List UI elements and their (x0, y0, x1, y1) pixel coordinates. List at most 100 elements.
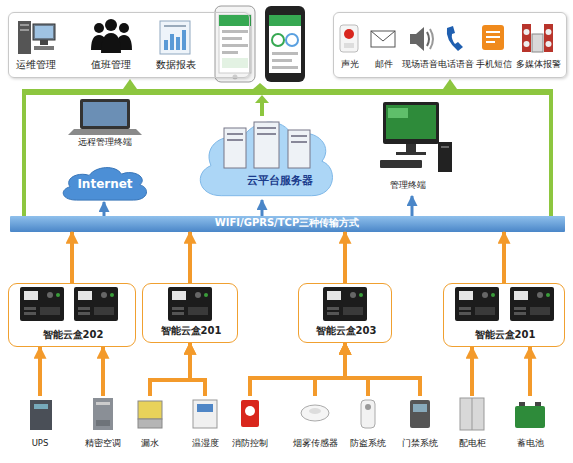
server-icon (33, 24, 55, 40)
field-device: 防盗系统 (340, 396, 396, 452)
air-conditioner-icon (93, 398, 113, 430)
connector-arrow (345, 343, 368, 396)
server-icon (18, 21, 31, 54)
connector-arrow (150, 343, 190, 396)
transmission-bar: WIFI/GPRS/TCP三种传输方式 (10, 216, 565, 232)
distribution-cabinet-icon (460, 398, 484, 430)
ups-icon (34, 404, 48, 409)
multimedia-alarm-icon (522, 24, 531, 52)
air-conditioner-icon (96, 420, 110, 426)
node-label: 邮件 (375, 59, 393, 70)
sms-icon (486, 41, 495, 43)
desktop-icon (380, 160, 422, 168)
cloud-server-icon (257, 133, 276, 135)
cloud-box-device (168, 287, 212, 321)
phone-illustration (272, 52, 298, 55)
cloud-box: 智能云盒201 (443, 283, 565, 347)
field-device: 漏水 (122, 396, 178, 452)
laptop-icon (68, 129, 142, 135)
battery-icon (515, 402, 545, 428)
distribution-cabinet-icon (460, 398, 484, 430)
sms-icon (486, 36, 500, 38)
people-icon (105, 19, 117, 31)
node-label: 现场语音 (402, 59, 438, 70)
cloud-server-icon (227, 139, 243, 141)
phone-illustration (233, 75, 238, 80)
connector-arrow (261, 200, 264, 216)
sms-icon (482, 25, 504, 50)
connector-arrow (411, 196, 414, 216)
fire-control-icon (245, 406, 255, 416)
desktop-icon (406, 144, 416, 152)
phone-illustration (222, 30, 248, 33)
anti-theft-icon (361, 400, 375, 428)
phone-illustration (265, 6, 305, 82)
remote-terminal: 远程管理终端 (62, 96, 148, 150)
node-label: 数据报表 (156, 59, 196, 71)
phone-illustration (272, 59, 292, 62)
cloud-server: 云平台服务器 (192, 114, 338, 200)
phone-illustration (222, 37, 242, 40)
cloud-box: 智能云盒201 (142, 283, 238, 343)
cloud-server-icon (291, 135, 307, 137)
desktop-icon (438, 142, 452, 172)
node-label: UPS (32, 438, 49, 448)
air-conditioner-icon (93, 398, 113, 430)
phone-illustration (215, 6, 255, 82)
telephone-icon (447, 26, 463, 51)
distribution-cabinet-icon (472, 398, 473, 430)
green-bus (22, 89, 553, 95)
laptop-icon (80, 99, 130, 129)
multimedia-alarm-icon (532, 34, 543, 52)
cloud-box-device (510, 287, 554, 321)
anti-theft-icon (361, 400, 375, 428)
green-bus (253, 83, 267, 89)
multimedia-alarm-icon (546, 41, 552, 47)
speaker-icon (430, 29, 433, 49)
humidity-sensor-icon (193, 400, 217, 428)
report-icon (164, 25, 186, 27)
battery-icon (515, 406, 545, 428)
access-control-icon (413, 404, 427, 412)
report-icon (170, 34, 174, 50)
cloud-server-icon (224, 128, 246, 168)
cloud-box-device (20, 287, 554, 321)
sms-icon (482, 25, 504, 50)
green-bus (22, 79, 553, 216)
speaker-icon (427, 32, 429, 46)
cloud-outline (200, 122, 332, 196)
phone-illustration (272, 34, 284, 46)
phone-illustration (269, 15, 301, 73)
battery-icon (535, 402, 541, 406)
desktop-icon (396, 152, 426, 155)
access-control-icon (410, 400, 430, 428)
connector-arrow (343, 232, 347, 283)
server-icon (20, 29, 29, 31)
connector-arrow (528, 347, 532, 396)
connector-arrow (250, 343, 345, 396)
field-device: 门禁系统 (392, 396, 448, 452)
laptop-icon (83, 102, 127, 126)
node-label: Internet (77, 177, 132, 191)
sound-light-alarm-icon (344, 29, 354, 39)
node-label: 烟雾传感器 (293, 438, 338, 448)
people-icon (101, 33, 121, 53)
fire-control-icon (241, 400, 259, 427)
connector-arrow (70, 232, 74, 283)
node-label: 门禁系统 (402, 438, 438, 448)
sound-light-alarm-icon (340, 25, 358, 52)
cloud-box: 智能云盒203 (298, 283, 392, 343)
desktop-icon (386, 105, 436, 139)
cloud-server-icon (224, 122, 310, 168)
node-label: 温湿度 (192, 438, 219, 448)
phone-illustration (215, 6, 305, 82)
ups-icon (30, 400, 52, 430)
leak-sensor-icon (138, 401, 162, 419)
people-icon (91, 35, 107, 50)
connector-arrow (502, 232, 506, 283)
phone-illustration (222, 58, 248, 68)
management-panel: 运维管理值班管理数据报表 (8, 12, 250, 78)
phone-illustration (219, 15, 251, 26)
cloud-outline (63, 168, 146, 200)
